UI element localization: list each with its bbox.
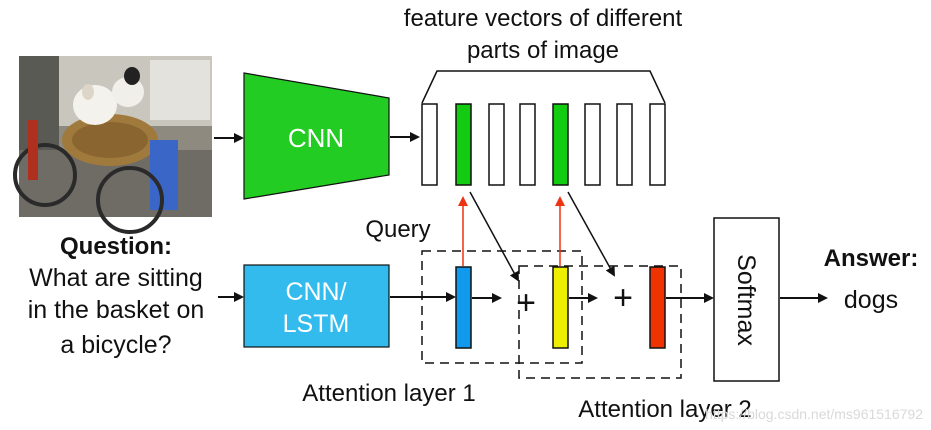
attention-layer-2-box xyxy=(518,265,682,379)
feature-title-line-1: feature vectors of different xyxy=(404,5,683,32)
feature-vector-7 xyxy=(616,103,633,186)
image-cnn-label: CNN xyxy=(288,123,344,153)
attention-layer-1-label: Attention layer 1 xyxy=(302,380,475,407)
feature-vector-8 xyxy=(649,103,666,186)
query-label: Query xyxy=(365,216,430,243)
feature-vectors xyxy=(421,103,666,186)
feature-title-line-2: parts of image xyxy=(467,37,619,64)
feature-to-sum-1-arrow xyxy=(469,191,519,282)
feature-vector-5 xyxy=(552,103,569,186)
feature-to-sum-2-arrow xyxy=(567,191,615,277)
feature-vector-4 xyxy=(519,103,536,186)
sum-operator-2: + xyxy=(613,279,633,317)
text-encoder-block xyxy=(243,264,390,348)
query-vector-1 xyxy=(455,266,472,349)
question-line-2: in the basket on xyxy=(28,296,205,324)
softmax-block xyxy=(713,217,780,382)
text-encoder-label-line-2: LSTM xyxy=(283,310,350,338)
image-cnn-block xyxy=(243,72,390,200)
feature-bracket xyxy=(421,70,666,104)
attention-layer-2-label: Attention layer 2 xyxy=(578,396,751,423)
feature-vector-6 xyxy=(584,103,601,186)
query-vector-final xyxy=(649,266,666,349)
input-photo xyxy=(13,56,212,234)
text-encoder-label-line-1: CNN/ xyxy=(285,278,346,306)
query-vector-2 xyxy=(552,266,569,349)
question-heading: Question: xyxy=(60,233,172,260)
question-line-3: a bicycle? xyxy=(60,331,171,359)
softmax-label: Softmax xyxy=(732,254,760,346)
feature-vector-2 xyxy=(455,103,472,186)
feature-vector-3 xyxy=(488,103,505,186)
watermark-text: https://blog.csdn.net/ms961516792 xyxy=(705,406,923,422)
answer-value: dogs xyxy=(844,286,898,314)
answer-heading: Answer: xyxy=(824,245,919,272)
question-line-1: What are sitting xyxy=(29,264,203,292)
feature-vector-1 xyxy=(421,103,438,186)
sum-operator-1: + xyxy=(516,284,536,322)
